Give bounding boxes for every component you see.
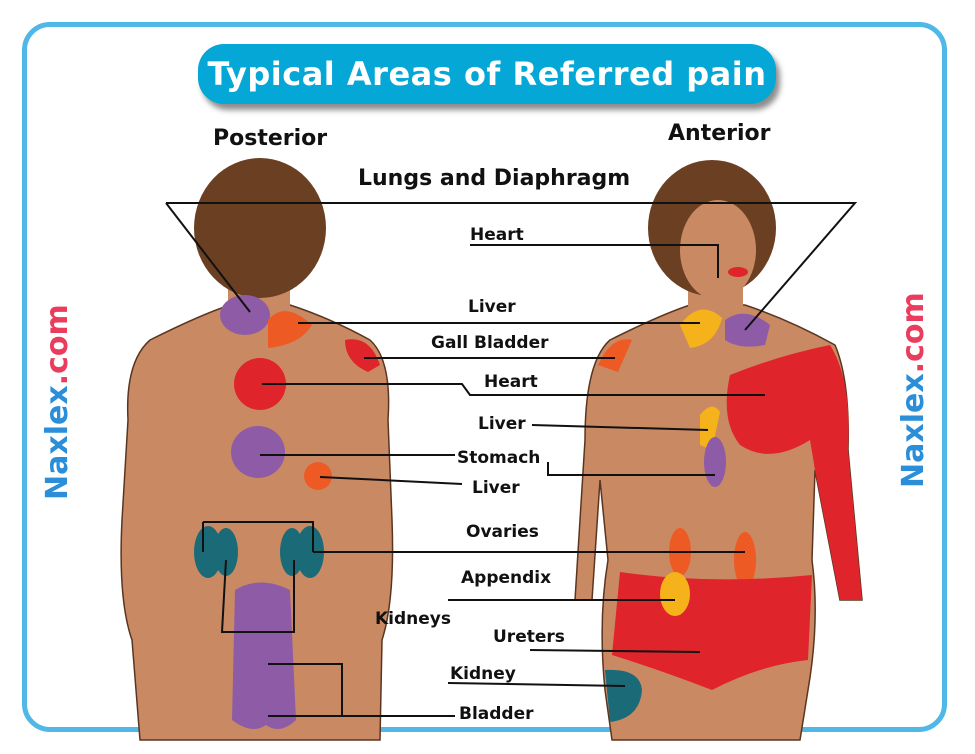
label-heart: Heart (470, 225, 524, 245)
label-gall-bladder: Gall Bladder (431, 333, 549, 353)
label-ovaries: Ovaries (466, 522, 539, 542)
anterior-figure (574, 160, 863, 741)
posterior-heading: Posterior (213, 126, 328, 151)
label-liver: Liver (472, 478, 520, 498)
watermark-left: Naxlex.com (40, 304, 75, 500)
label-heart: Heart (484, 372, 538, 392)
diagram-title: Typical Areas of Referred pain (198, 44, 776, 104)
label-liver: Liver (468, 297, 516, 317)
label-kidneys: Kidneys (375, 609, 452, 629)
label-ureters: Ureters (493, 627, 565, 647)
label-bladder: Bladder (459, 704, 534, 724)
leader-lines (165, 202, 858, 717)
label-kidney: Kidney (450, 664, 516, 684)
posterior-figure (120, 158, 394, 741)
label-lungs-diaphragm: Lungs and Diaphragm (358, 166, 631, 191)
anterior-heading: Anterior (668, 121, 771, 146)
watermark-right: Naxlex.com (896, 292, 931, 488)
label-liver: Liver (478, 414, 526, 434)
label-appendix: Appendix (461, 568, 552, 588)
diagram-frame (22, 22, 947, 732)
label-stomach: Stomach (457, 448, 541, 468)
